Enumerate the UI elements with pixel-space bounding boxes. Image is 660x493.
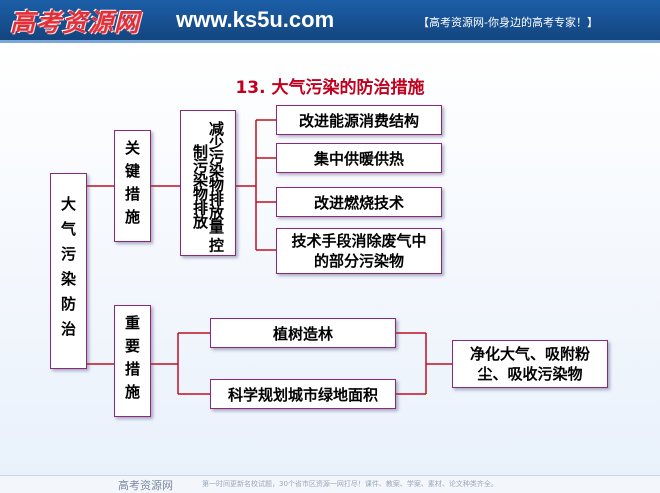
- key-item-2-label: 集中供暖供热: [313, 149, 404, 168]
- important-item-1-label: 植树造林: [272, 324, 333, 343]
- important-item-2-label: 科学规划城市绿地面积: [227, 385, 378, 404]
- key-item-3: 改进燃烧技术: [276, 187, 442, 217]
- important-measures-node: 重要措施: [114, 305, 151, 417]
- important-item-2: 科学规划城市绿地面积: [210, 379, 396, 409]
- key-item-1-label: 改进能源消费结构: [298, 111, 419, 130]
- site-url[interactable]: www.ks5u.com: [176, 7, 335, 32]
- key-item-1: 改进能源消费结构: [276, 105, 442, 135]
- effect-node: 净化大气、吸附粉尘、吸收污染物: [452, 340, 608, 388]
- site-slogan: 【高考资源网-你身边的高考专家！】: [418, 16, 598, 29]
- reduce-emission-node: 减少污染物排放量 控制污染物排放: [180, 110, 236, 256]
- important-item-1: 植树造林: [210, 318, 396, 348]
- reduce-emission-label: 减少污染物排放量 控制污染物排放: [191, 120, 225, 252]
- important-measures-label: 重要措施: [123, 315, 141, 407]
- key-item-2: 集中供暖供热: [276, 143, 442, 173]
- root-node: 大气污染防治: [50, 173, 87, 369]
- site-logo[interactable]: 高考资源网: [10, 8, 141, 37]
- footer-bar: 高考资源网 第一时间更新名校试题，30个省市区资源一网打尽！课件、教案、学案、素…: [0, 475, 660, 493]
- key-item-4: 技术手段消除废气中的部分污染物: [276, 228, 442, 274]
- header-divider: [0, 40, 660, 43]
- effect-label: 净化大气、吸附粉尘、吸收污染物: [469, 345, 590, 383]
- key-item-3-label: 改进燃烧技术: [313, 193, 404, 212]
- key-measures-node: 关键措施: [114, 130, 151, 242]
- footer-logo[interactable]: 高考资源网: [118, 479, 173, 492]
- key-measures-label: 关键措施: [123, 140, 141, 232]
- footer-text: 第一时间更新名校试题，30个省市区资源一网打尽！课件、教案、学案、素材、论文种类…: [202, 480, 498, 488]
- root-label: 大气污染防治: [59, 196, 77, 346]
- key-item-4-label: 技术手段消除废气中的部分污染物: [291, 232, 427, 270]
- diagram-title: 13. 大气污染的防治措施: [235, 78, 425, 98]
- header-banner: 高考资源网 www.ks5u.com 【高考资源网-你身边的高考专家！】: [0, 0, 660, 40]
